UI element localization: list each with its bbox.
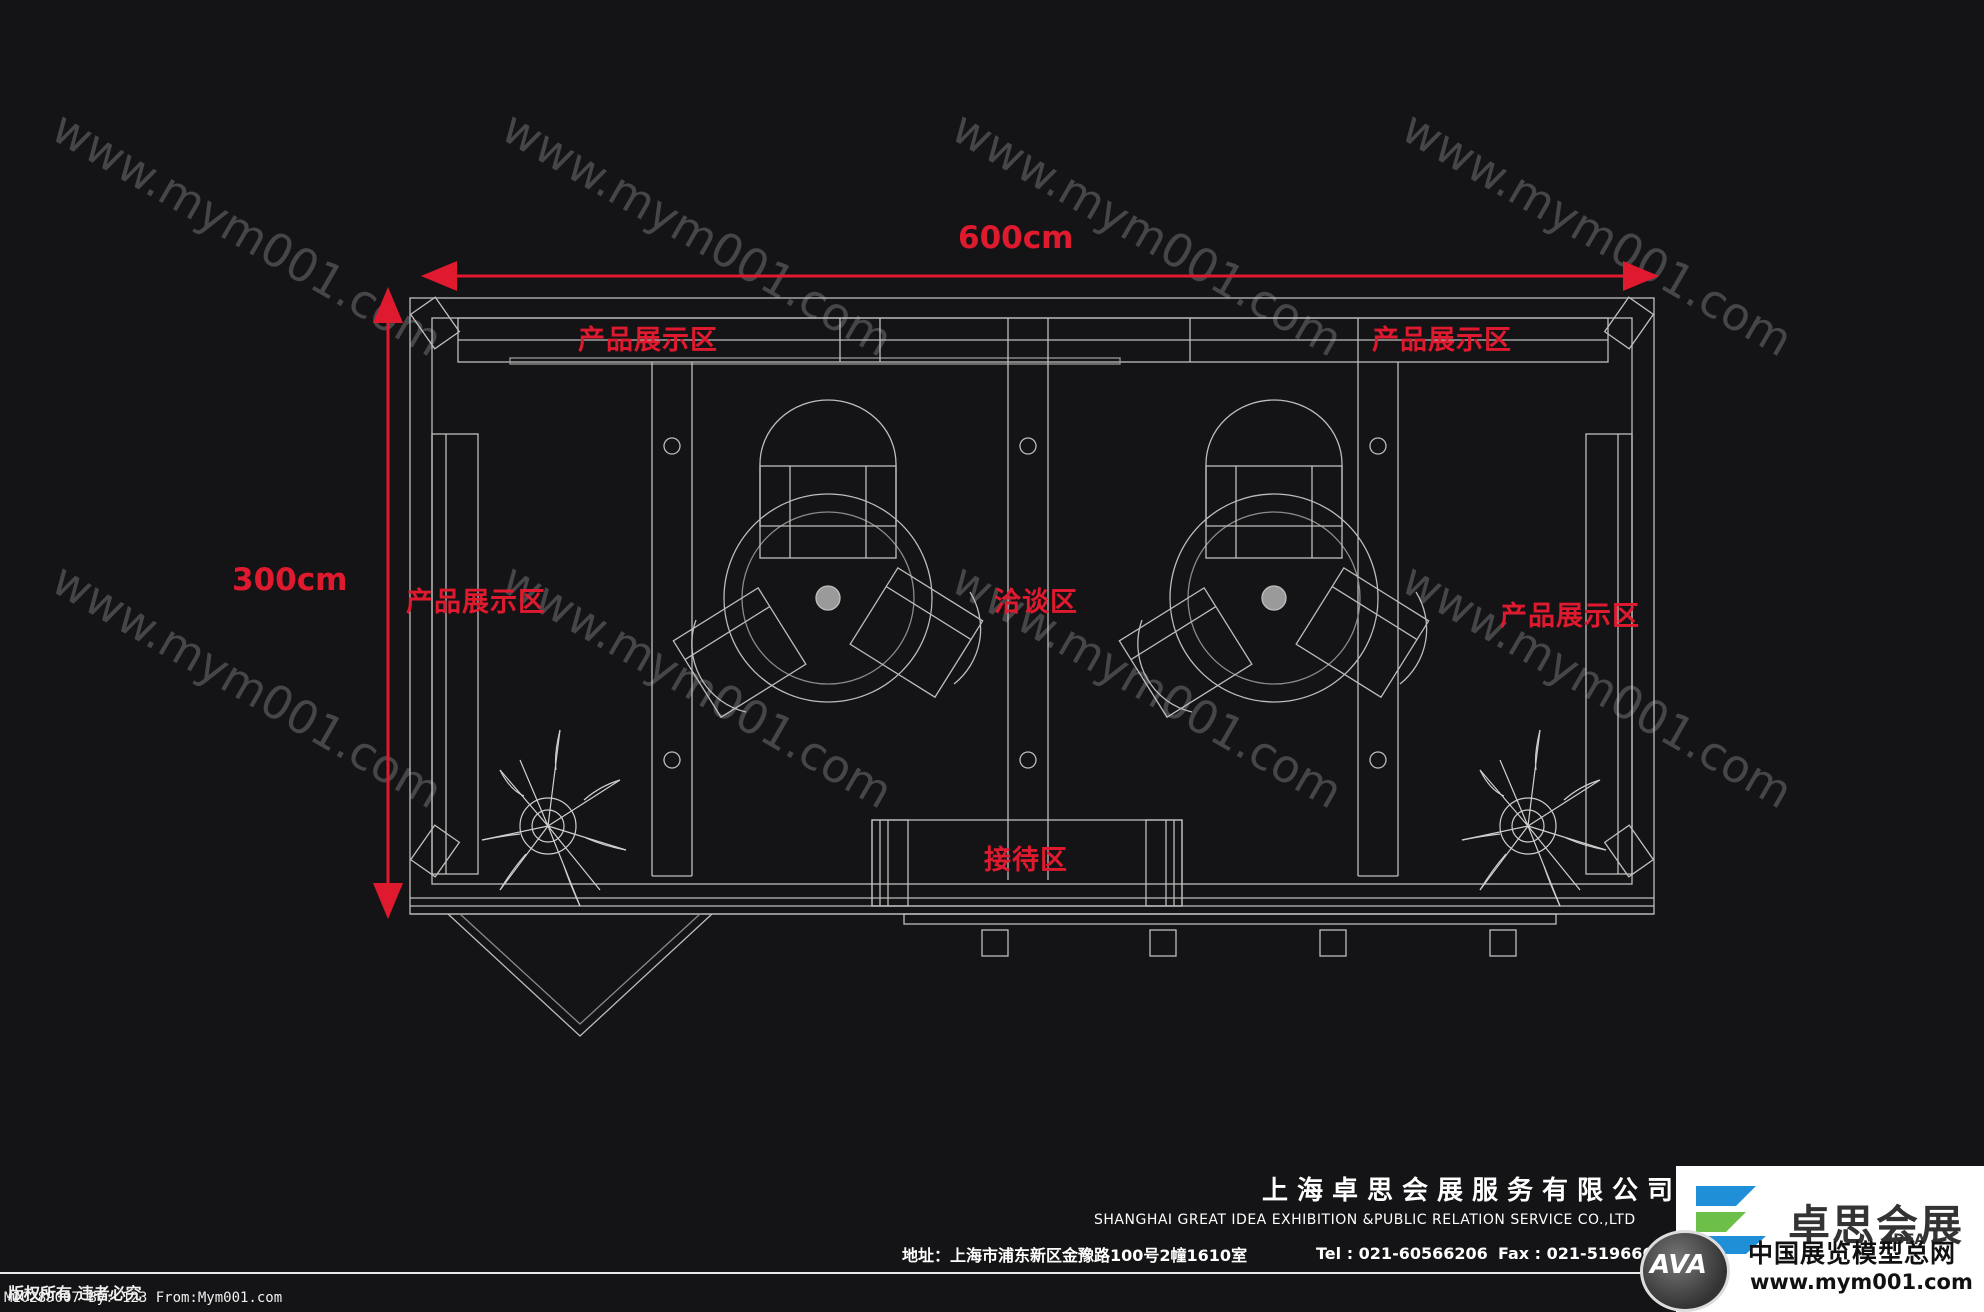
zone-label-negotiation: 洽谈区 bbox=[994, 587, 1078, 618]
left-wall-panel bbox=[431, 433, 479, 875]
company-fax: Fax : 021-5196665 bbox=[1498, 1244, 1665, 1263]
company-name-cn: 上海卓思会展服务有限公司 bbox=[1262, 1176, 1683, 1206]
logo-url: www.mym001.com bbox=[1750, 1270, 1973, 1294]
company-name-en: SHANGHAI GREAT IDEA EXHIBITION &PUBLIC R… bbox=[1094, 1212, 1636, 1228]
negotiation-table-right bbox=[1118, 399, 1430, 719]
right-wall-panel bbox=[1585, 433, 1633, 875]
plant-right bbox=[1461, 729, 1607, 907]
logo-subtitle: 中国展览模型总网 bbox=[1748, 1239, 1957, 1268]
ava-badge-icon bbox=[1640, 1230, 1730, 1312]
logo-title: 卓思会展 bbox=[1788, 1201, 1965, 1250]
logo-idea-text: IDEA bbox=[1888, 1232, 1926, 1248]
footer-divider bbox=[0, 1272, 1984, 1274]
source-id-line: M10289007 By: 123 From:Mym001.com bbox=[4, 1290, 283, 1306]
negotiation-table-left bbox=[672, 399, 984, 719]
zone-label-product-right: 产品展示区 bbox=[1500, 601, 1640, 632]
ava-badge-text: AVA bbox=[1650, 1250, 1707, 1280]
entrance-door bbox=[447, 913, 713, 1037]
company-address: 地址：上海市浦东新区金豫路100号2幢1610室 bbox=[902, 1246, 1248, 1265]
zone-label-product-top-left: 产品展示区 bbox=[578, 325, 718, 356]
zone-label-reception: 接待区 bbox=[984, 845, 1068, 876]
height-dimension-label: 300cm bbox=[232, 562, 348, 598]
plant-left bbox=[481, 729, 627, 907]
company-tel: Tel : 021-60566206 bbox=[1316, 1244, 1488, 1263]
zone-label-product-left: 产品展示区 bbox=[406, 587, 546, 618]
logo-panel bbox=[1676, 1166, 1984, 1312]
width-dimension-label: 600cm bbox=[958, 220, 1074, 256]
copyright-notice: 版权所有 违者必究 bbox=[8, 1284, 142, 1303]
zone-label-product-top-right: 产品展示区 bbox=[1372, 325, 1512, 356]
